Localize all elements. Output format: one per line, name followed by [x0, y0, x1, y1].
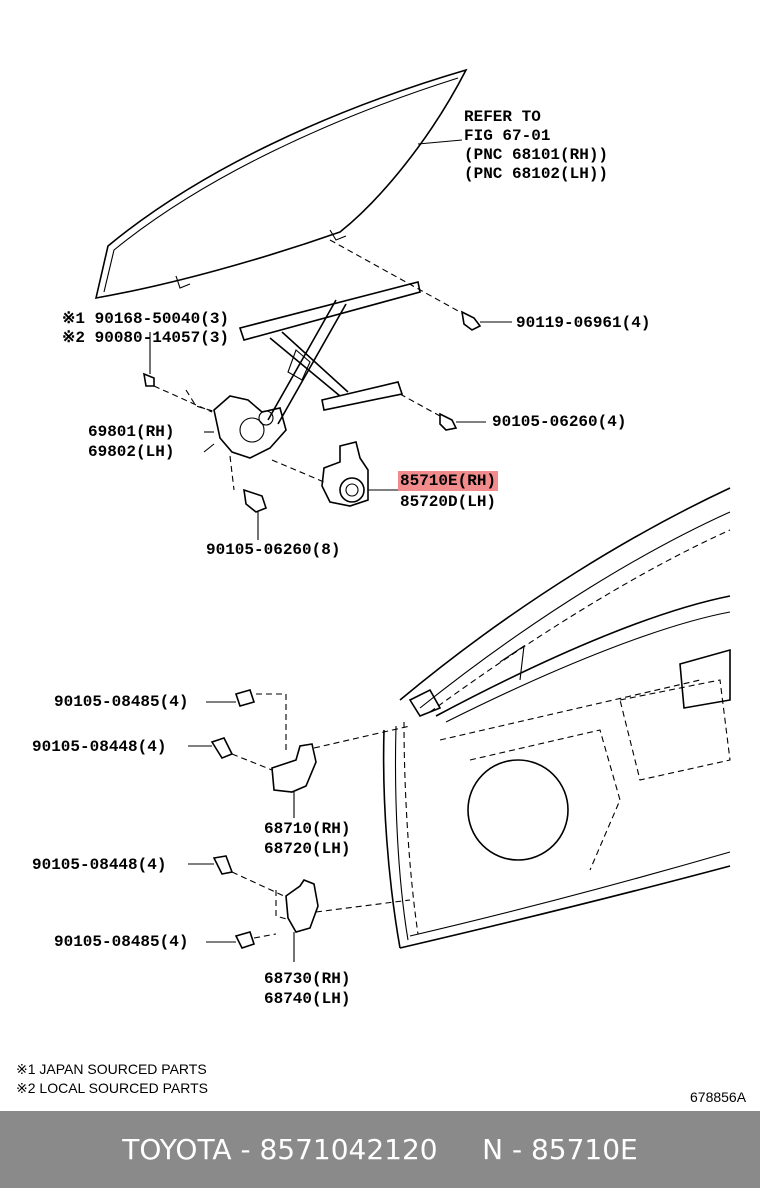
part-label-90168-50040[interactable]: ※1 90168-50040(3)	[62, 310, 230, 328]
part-label-68740[interactable]: 68740(LH)	[264, 990, 351, 1008]
refer-line-3: (PNC 68101(RH))	[464, 146, 609, 164]
part-label-90080-14057[interactable]: ※2 90080-14057(3)	[62, 329, 230, 347]
part-label-90105-06260-b[interactable]: 90105-06260(8)	[206, 541, 341, 559]
upper-fasteners	[142, 239, 512, 540]
footer-part-info: TOYOTA - 8571042120 N - 85710E	[122, 1133, 638, 1166]
door-glass	[94, 68, 468, 299]
door-hinges	[188, 689, 411, 962]
refer-line-2: FIG 67-01	[464, 127, 551, 145]
part-label-90105-08448-bottom[interactable]: 90105-08448(4)	[32, 856, 167, 874]
part-label-69802[interactable]: 69802(LH)	[88, 443, 175, 461]
part-label-90105-08485-bottom[interactable]: 90105-08485(4)	[54, 933, 189, 951]
part-label-90119-06961[interactable]: 90119-06961(4)	[516, 314, 651, 332]
parts-diagram	[94, 68, 731, 962]
part-label-85720d[interactable]: 85720D(LH)	[400, 493, 497, 511]
footer-bar: TOYOTA - 8571042120 N - 85710E	[0, 1111, 760, 1188]
door-body	[382, 487, 731, 949]
part-label-68720[interactable]: 68720(LH)	[264, 840, 351, 858]
part-label-68710[interactable]: 68710(RH)	[264, 820, 351, 838]
part-label-85710e-highlighted[interactable]: 85710E(RH)	[398, 471, 499, 491]
refer-line-1: REFER TO	[464, 108, 541, 126]
part-label-68730[interactable]: 68730(RH)	[264, 970, 351, 988]
refer-line-4: (PNC 68102(LH))	[464, 165, 609, 183]
part-label-69801[interactable]: 69801(RH)	[88, 423, 175, 441]
note-local-sourced: ※2 LOCAL SOURCED PARTS	[16, 1080, 208, 1096]
window-regulator	[213, 281, 421, 459]
note-japan-sourced: ※1 JAPAN SOURCED PARTS	[16, 1061, 207, 1077]
part-label-90105-06260-a[interactable]: 90105-06260(4)	[492, 413, 627, 431]
figure-code: 678856A	[690, 1089, 747, 1105]
window-motor	[321, 441, 400, 507]
part-label-90105-08485-top[interactable]: 90105-08485(4)	[54, 693, 189, 711]
part-label-90105-08448-top[interactable]: 90105-08448(4)	[32, 738, 167, 756]
